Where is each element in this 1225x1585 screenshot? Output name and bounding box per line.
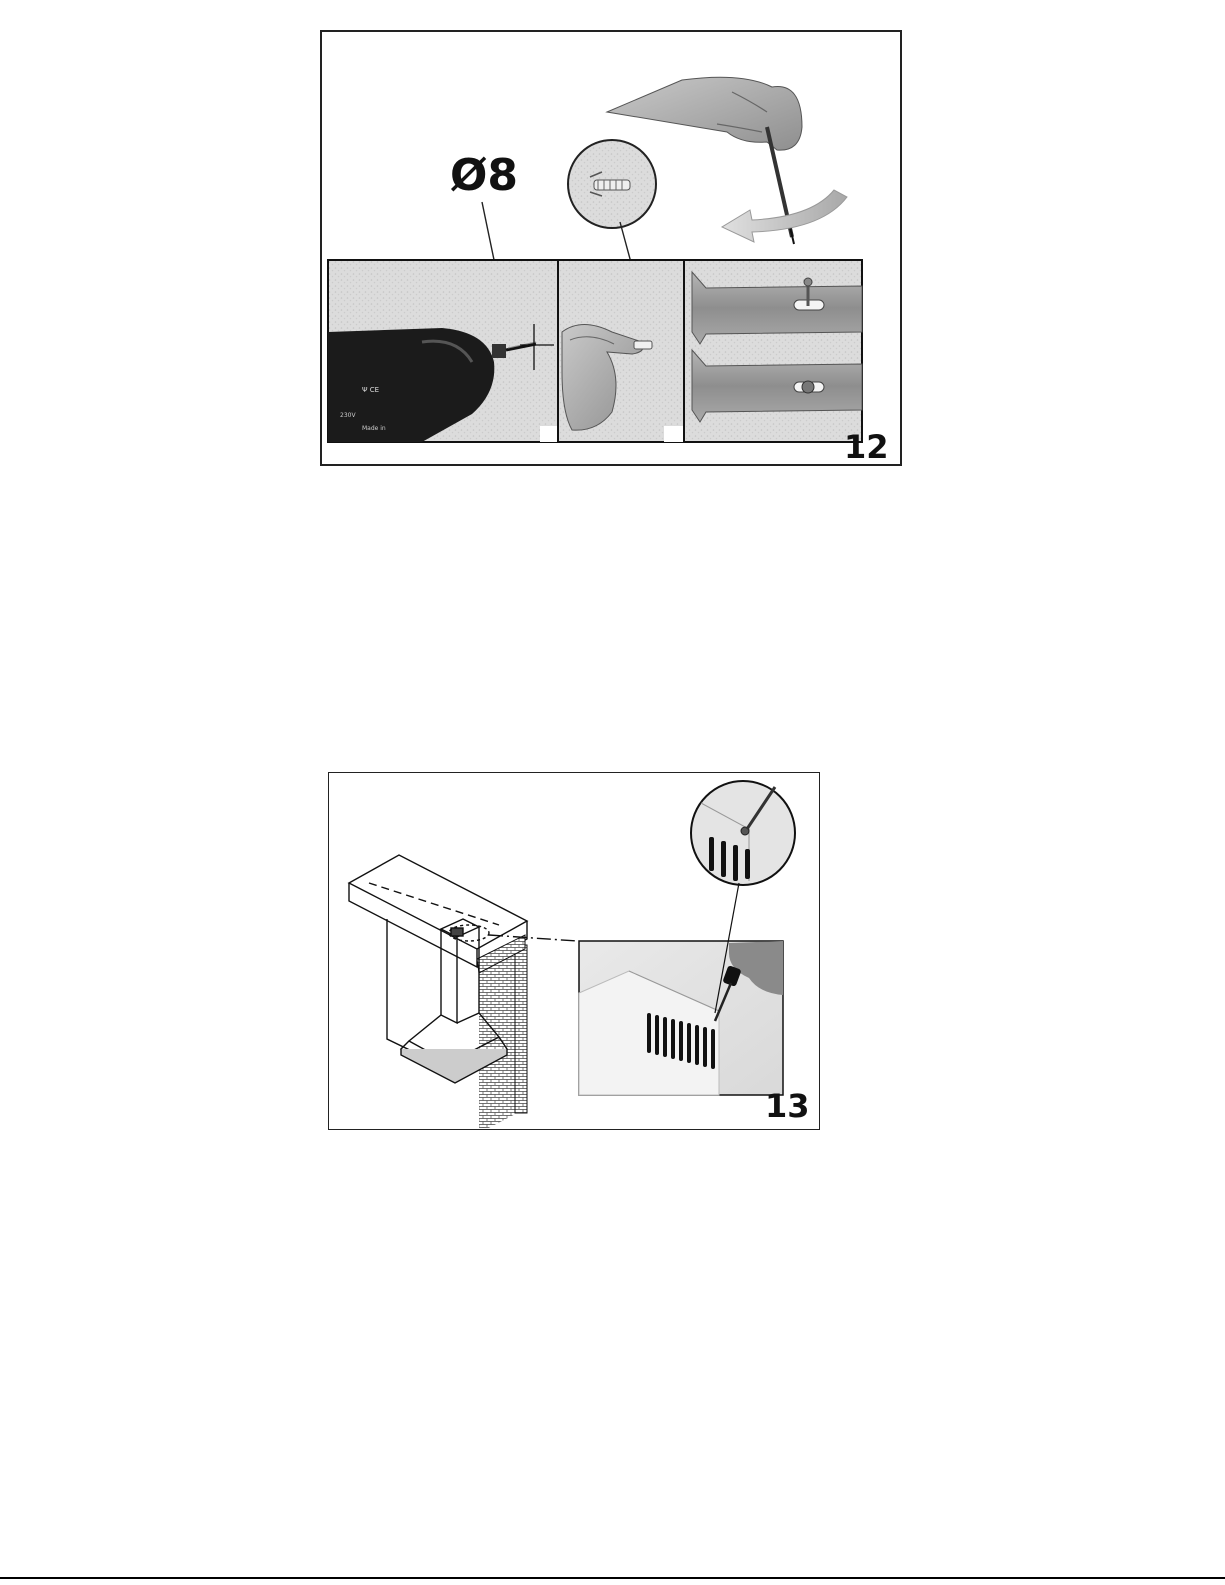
panel-brackets (684, 260, 862, 442)
figure-13-illustration: 13 (329, 773, 818, 1128)
figure-12: Ø8 Ψ CE 230V Made in (320, 30, 902, 466)
figure-13: 13 (328, 772, 820, 1130)
page-bottom-rule (0, 1577, 1225, 1579)
figure-number-12: 12 (844, 428, 889, 464)
figure-12-illustration: Ø8 Ψ CE 230V Made in (322, 32, 900, 464)
hood-installation-drawing (349, 855, 577, 1128)
svg-text:Made in: Made in (362, 425, 386, 432)
svg-text:230V: 230V (340, 412, 356, 419)
screw-detail-magnifier (691, 781, 795, 885)
svg-text:Ψ CE: Ψ CE (362, 386, 379, 394)
figure-number-13: 13 (765, 1087, 810, 1125)
vent-screw-photo (579, 941, 783, 1095)
panel-wall-plug (558, 260, 684, 442)
wall-plug-magnifier (568, 140, 656, 228)
panel-drill: Ψ CE 230V Made in (328, 260, 558, 442)
drill-size-label: Ø8 (450, 150, 518, 201)
